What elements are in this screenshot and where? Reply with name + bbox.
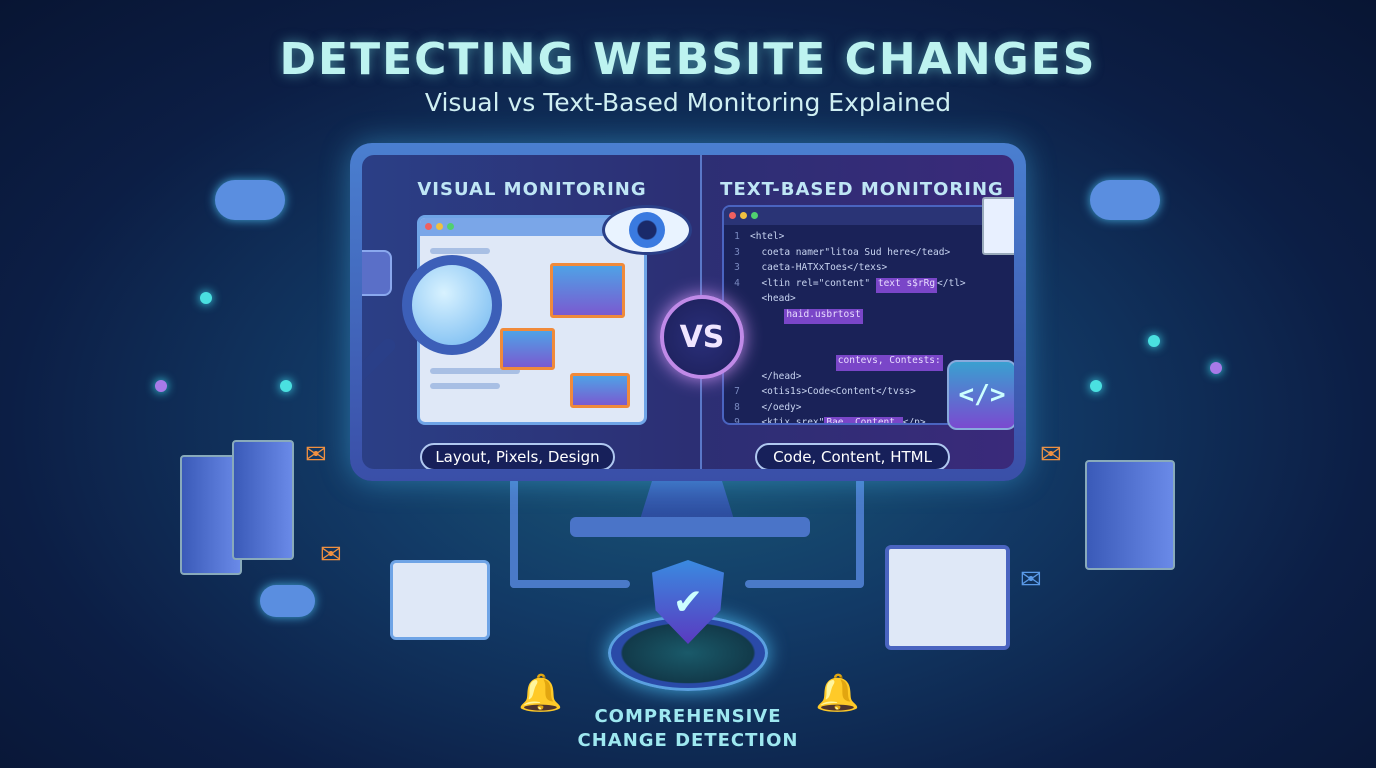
line-number: 1 [734, 231, 740, 242]
code-text: </head> [750, 370, 802, 382]
code-editor: 1 <htel> 3 coeta namer"litoa Sud here</tea… [722, 205, 1014, 425]
connector-pipe [510, 580, 630, 588]
document-icon [982, 197, 1014, 255]
magnifier-handle [362, 335, 399, 389]
main-title: DETECTING WEBSITE CHANGES [279, 34, 1097, 85]
code-line: <head> [724, 293, 1014, 309]
monitor-base [570, 517, 810, 537]
analytics-monitor-icon [885, 545, 1010, 650]
code-highlight: haid.usbrtost [784, 308, 863, 324]
vs-badge: VS [660, 295, 744, 379]
code-highlight: contevs, Contests: [835, 355, 943, 371]
connector-pipe [745, 580, 863, 588]
browser-window-icon [417, 215, 647, 425]
webpage-thumbnail-icon [390, 560, 490, 640]
envelope-icon: ✉ [305, 440, 327, 470]
code-text: coeta namer"litoa Sud here</tead> [750, 246, 951, 258]
code-line: 1 <htel> [724, 231, 1014, 247]
code-line: 7 <otis1s>Code<Content</tvss> [724, 386, 1014, 402]
network-node-icon [155, 380, 167, 392]
code-line: haid.usbrtost [724, 308, 1014, 325]
code-lines: 1 <htel> 3 coeta namer"litoa Sud here</tea… [724, 225, 1014, 425]
magnifier-icon [402, 255, 502, 355]
code-line [724, 340, 1014, 356]
code-text: <otis1s>Code<Content</tvss> [750, 386, 916, 397]
server-icon [232, 440, 294, 560]
shield-check-icon: ✔ [652, 560, 724, 644]
text-monitoring-title: TEXT-BASED MONITORING [720, 179, 1004, 200]
network-node-icon [1148, 335, 1160, 347]
line-number: 3 [734, 246, 740, 258]
cloud-icon [260, 585, 315, 617]
image-icon [570, 373, 630, 408]
eye-icon [602, 205, 692, 255]
code-text: <ktix srex" [750, 417, 825, 425]
code-text: caeta-HATXxToes</texs> [750, 262, 888, 273]
visual-label-pill: Layout, Pixels, Design [420, 443, 615, 469]
line-number: 8 [734, 401, 740, 413]
code-line: 9 <ktix srex"Bae, Content.</p> [724, 417, 1014, 425]
code-text: </oedy> [750, 401, 802, 413]
connector-pipe [510, 478, 518, 588]
alert-bell-icon: 🔔 [518, 673, 563, 714]
network-node-icon [200, 292, 212, 304]
server-icon [180, 455, 242, 575]
network-node-icon [280, 380, 292, 392]
monitor-screen: VISUAL MONITORING TEXT-BASED MONITORING … [362, 155, 1014, 469]
monitor: VISUAL MONITORING TEXT-BASED MONITORING … [350, 143, 1026, 481]
code-text: </p> [902, 417, 926, 425]
code-line: 8 </oedy> [724, 402, 1014, 418]
code-text: <head> [750, 293, 796, 304]
network-node-icon [1090, 380, 1102, 392]
image-icon [550, 263, 625, 318]
code-highlight: Bae, Content. [824, 417, 903, 423]
code-line: 3 coeta namer"litoa Sud here</tead> [724, 247, 1014, 263]
code-line [724, 324, 1014, 340]
text-label-pill: Code, Content, HTML [755, 443, 950, 469]
code-text [750, 309, 784, 325]
code-line: </head> [724, 371, 1014, 387]
server-stack-icon [1085, 460, 1175, 570]
cloud-icon [215, 180, 285, 220]
code-icon: </> [947, 360, 1014, 430]
code-line: contevs, Contests: [724, 355, 1014, 371]
line-number [724, 371, 750, 387]
code-text: <ltin rel="content" [750, 277, 876, 289]
subtitle: Visual vs Text-Based Monitoring Explaine… [424, 88, 952, 117]
code-line: 4 <ltin rel="content" text s$rRg</tl> [724, 277, 1014, 293]
visual-monitoring-title: VISUAL MONITORING [417, 179, 647, 200]
code-line: 3 caeta-HATXxToes</texs> [724, 262, 1014, 278]
line-number: 4 [734, 277, 740, 289]
result-line-1: COMPREHENSIVE [594, 706, 782, 727]
line-number: 3 [734, 262, 740, 273]
connector-pipe [856, 478, 864, 588]
image-icon [500, 328, 555, 370]
code-highlight: text s$rRg [875, 277, 938, 293]
network-node-icon [1210, 362, 1222, 374]
envelope-icon: ✉ [320, 540, 342, 570]
alert-bell-icon: 🔔 [815, 673, 860, 714]
code-text [750, 355, 836, 371]
envelope-icon: ✉ [1040, 440, 1062, 470]
result-line-2: CHANGE DETECTION [577, 730, 799, 751]
line-number: 9 [734, 417, 740, 425]
code-text: </tl> [937, 277, 966, 289]
code-text: <htel> [750, 231, 785, 242]
line-number: 7 [734, 386, 740, 397]
cloud-upload-icon [1090, 180, 1160, 220]
envelope-icon: ✉ [1020, 565, 1042, 595]
camera-icon [362, 250, 392, 296]
